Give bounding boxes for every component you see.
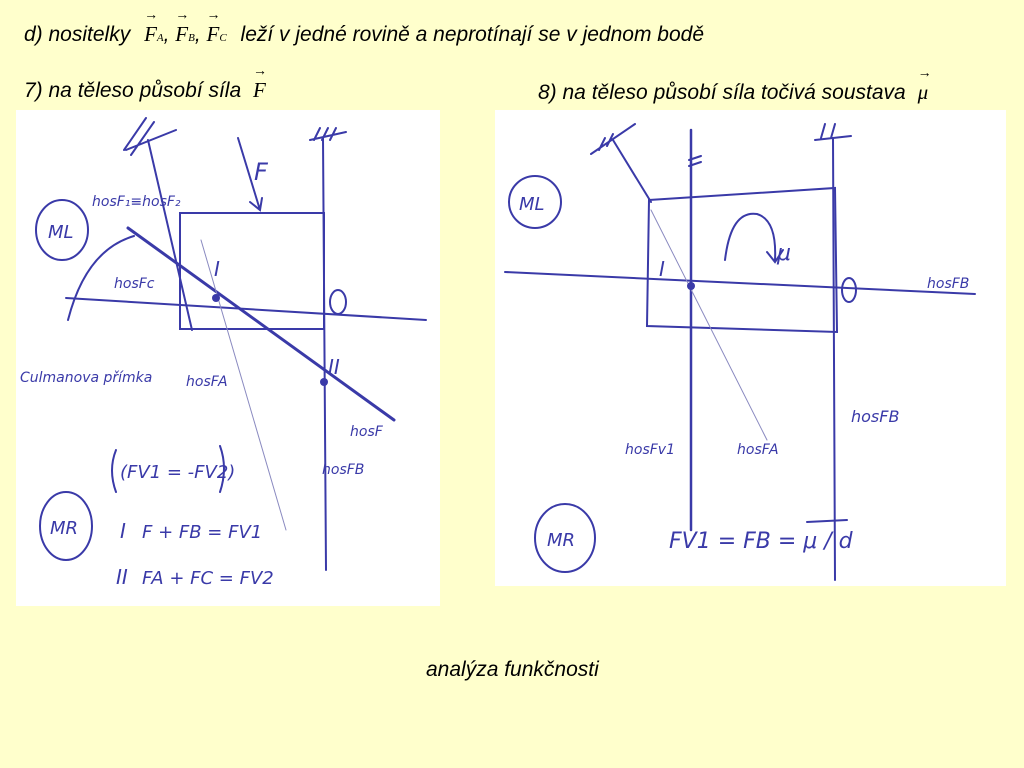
- hos-fb-7: hosFB: [322, 462, 364, 478]
- line-d: d) nositelky FA, FB, FC leží v jedné rov…: [24, 8, 705, 47]
- case-7-vector: F: [253, 64, 267, 103]
- sketch-7-drawing: ML MR F hosF₁≡hosF₂ hosFc I II Culmanova…: [20, 117, 427, 589]
- roman-2-7: II: [116, 565, 128, 589]
- point-1-label-7: I: [214, 257, 220, 281]
- eq2-7: F + FB = FV1: [142, 522, 262, 543]
- point-2-label-7: II: [328, 355, 340, 379]
- sketch-7-panel: ML MR F hosF₁≡hosF₂ hosFc I II Culmanova…: [16, 110, 440, 606]
- eq1-7: (FV1 = -FV2): [120, 462, 235, 483]
- hos-fb-right-8: hosFB: [927, 276, 969, 292]
- line-d-suffix: leží v jedné rovině a neprotínají se v j…: [240, 23, 705, 46]
- hos-f-7: hosF: [350, 424, 384, 440]
- force-fa: FA: [144, 8, 164, 47]
- mr-label-7: MR: [50, 518, 78, 539]
- case-8-vector: μ: [918, 66, 931, 105]
- case-7-label: 7) na těleso působí síla: [24, 79, 242, 102]
- hos-fa-8: hosFA: [737, 442, 779, 458]
- body-rect-8: [645, 186, 839, 334]
- point-1-dot-7: [212, 294, 220, 302]
- case-8-label: 8) na těleso působí síla točivá soustava: [538, 81, 906, 104]
- culman-line-label: Culmanova přímka: [20, 370, 152, 386]
- point-1-label-8: I: [659, 257, 665, 281]
- case-8-title: 8) na těleso působí síla točivá soustava…: [538, 66, 931, 105]
- hos-fa-7: hosFA: [186, 374, 228, 390]
- footer-caption: analýza funkčnosti: [426, 658, 599, 681]
- hos-f-eq-7: hosF₁≡hosF₂: [92, 194, 181, 210]
- line-d-prefix: d) nositelky: [24, 23, 131, 46]
- roman-1-7: I: [120, 519, 126, 543]
- point-1-dot-8: [687, 282, 695, 290]
- force-fc: FC: [207, 8, 227, 47]
- ml-label-8: ML: [519, 194, 545, 215]
- hos-fc-7: hosFc: [114, 276, 155, 292]
- sketch-8-panel: ML MR μ I hosFB hosFB hosFv1 hosFA FV1 =…: [495, 110, 1006, 586]
- point-2-dot-7: [320, 378, 328, 386]
- force-label-7: F: [254, 158, 269, 186]
- hos-fb-8: hosFB: [851, 407, 899, 426]
- ml-label-7: ML: [48, 222, 74, 243]
- case-7-title: 7) na těleso působí síla F: [24, 64, 267, 103]
- hos-fv1-8: hosFv1: [625, 442, 675, 458]
- force-fb: FB: [175, 8, 195, 47]
- mr-label-8: MR: [547, 530, 575, 551]
- sketch-8-drawing: ML MR μ I hosFB hosFB hosFv1 hosFA FV1 =…: [504, 123, 976, 581]
- moment-label-8: μ: [776, 241, 791, 266]
- eq3-7: FA + FC = FV2: [142, 568, 274, 589]
- eq-8: FV1 = FB = μ / d: [669, 529, 854, 554]
